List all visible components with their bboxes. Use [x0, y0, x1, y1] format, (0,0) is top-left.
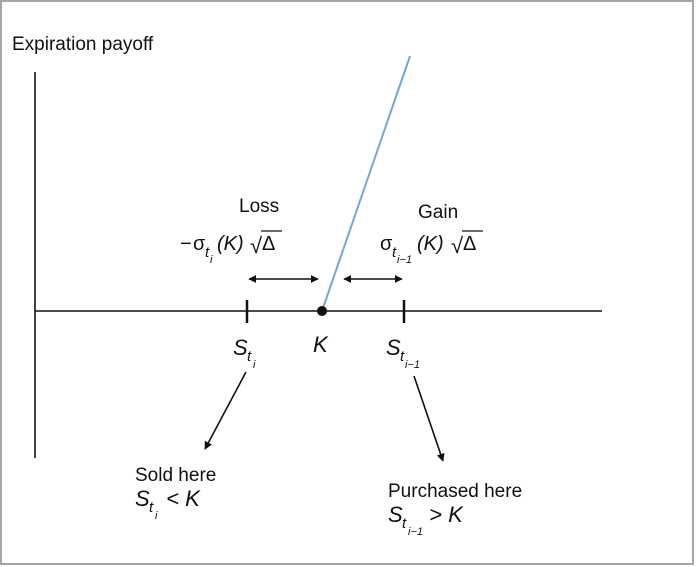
loss-formula: − σ t i (K) √ Δ: [180, 230, 282, 266]
tick-label-k: K: [313, 332, 329, 357]
loss-k: (K): [217, 233, 244, 255]
purchased-relation: S t i−1 > K: [388, 502, 464, 538]
loss-sub-t: t: [205, 244, 210, 261]
sold-arrow: [204, 371, 247, 450]
loss-minus: −: [180, 233, 192, 255]
sold-relation: S t i < K: [135, 486, 201, 522]
payoff-line: [321, 55, 411, 312]
purchased-rel: > K: [423, 502, 464, 527]
purchased-arrow: [413, 375, 445, 462]
gain-delta: Δ: [463, 233, 476, 255]
loss-sub-i: i: [210, 254, 213, 266]
gain-sigma: σ: [380, 233, 393, 255]
y-axis-label: Expiration payoff: [12, 34, 154, 55]
tick-s-ti1-s: S: [386, 335, 401, 360]
gain-title: Gain: [418, 202, 458, 223]
sold-rel: < K: [160, 486, 201, 511]
tick-label-s-ti: S t i: [233, 335, 256, 371]
tick-s-ti-s: S: [233, 335, 248, 360]
tick-s-ti-t: t: [247, 348, 252, 365]
tick-s-ti1-i: i−1: [405, 359, 420, 371]
purchased-text: Purchased here: [388, 481, 522, 502]
strike-point: [317, 306, 327, 316]
sold-s: S: [135, 486, 150, 511]
gain-formula: σ t i−1 (K) √ Δ: [380, 230, 483, 266]
sold-t: t: [149, 499, 154, 516]
purchased-t: t: [402, 515, 407, 532]
sold-i: i: [155, 510, 158, 522]
loss-radical: √: [250, 233, 263, 258]
loss-sigma: σ: [193, 233, 206, 255]
purchased-i: i−1: [408, 526, 423, 538]
loss-title: Loss: [239, 196, 279, 217]
tick-s-ti1-t: t: [400, 348, 405, 365]
loss-delta: Δ: [262, 233, 275, 255]
gain-radical: √: [451, 233, 464, 258]
gain-sub-t: t: [392, 244, 397, 261]
sold-text: Sold here: [135, 465, 216, 486]
tick-s-ti-i: i: [253, 359, 256, 371]
gain-sub-i: i−1: [397, 254, 412, 266]
gain-k: (K): [417, 233, 444, 255]
purchased-s: S: [388, 502, 403, 527]
tick-label-s-ti1: S t i−1: [386, 335, 420, 371]
